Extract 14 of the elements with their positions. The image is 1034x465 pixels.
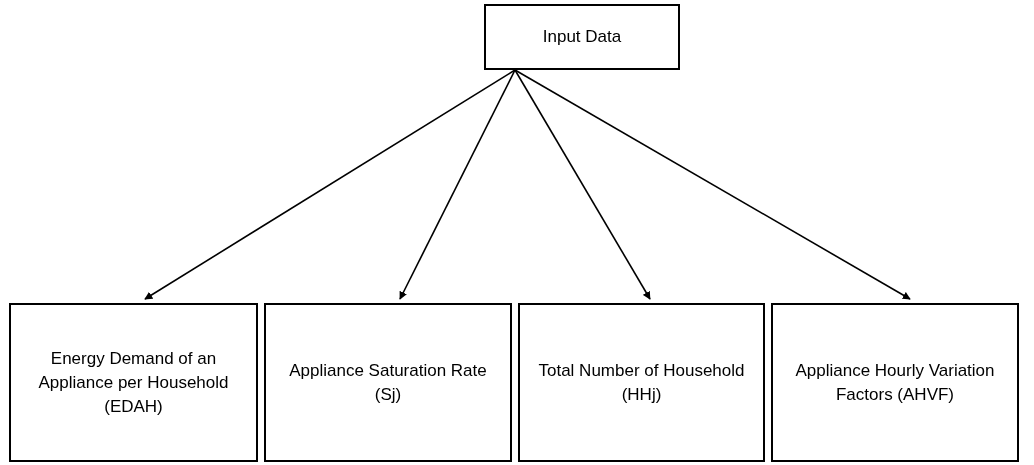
process-box <box>264 303 512 462</box>
arrow <box>144 69 516 300</box>
process-box <box>484 4 680 70</box>
box-label: Energy Demand of an Appliance per Household (EDAH) <box>37 347 230 418</box>
box-label: Total Number of Household (HHj) <box>537 359 746 406</box>
arrow <box>514 69 651 300</box>
box-label: Appliance Saturation Rate (Sj) <box>288 359 488 406</box>
box-label: Input Data <box>542 26 622 48</box>
process-box <box>9 303 258 462</box>
arrow <box>399 69 516 300</box>
process-box <box>771 303 1019 462</box>
box-label: Appliance Hourly Variation Factors (AHVF) <box>794 359 996 406</box>
process-box <box>518 303 765 462</box>
arrow <box>514 69 911 300</box>
